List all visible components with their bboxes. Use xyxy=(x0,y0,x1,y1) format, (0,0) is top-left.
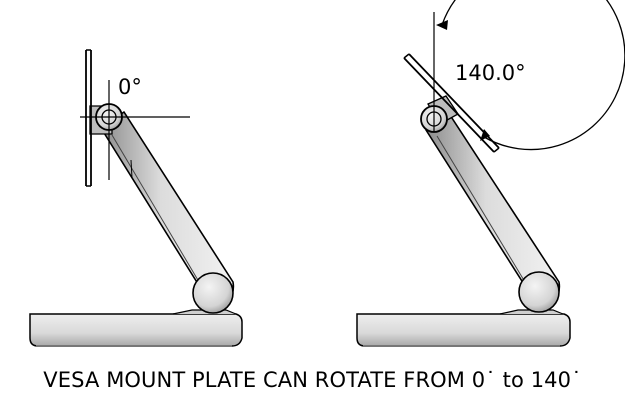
vesa-plate-left xyxy=(85,49,92,187)
stand-base-left xyxy=(29,309,243,347)
reference-lines-left xyxy=(80,80,190,180)
lower-hinge-right xyxy=(518,271,560,313)
stand-base-right xyxy=(356,309,571,347)
stand-figure-left: 0° xyxy=(29,49,243,347)
stand-figure-right: 140.0° xyxy=(356,0,625,347)
angle-label-left: 0° xyxy=(118,75,142,99)
angle-arc-right xyxy=(436,0,625,151)
angle-label-right: 140.0° xyxy=(455,61,526,85)
lower-hinge-left xyxy=(192,272,234,314)
rotation-caption: VESA MOUNT PLATE CAN ROTATE FROM 0˙ to 1… xyxy=(43,368,582,392)
